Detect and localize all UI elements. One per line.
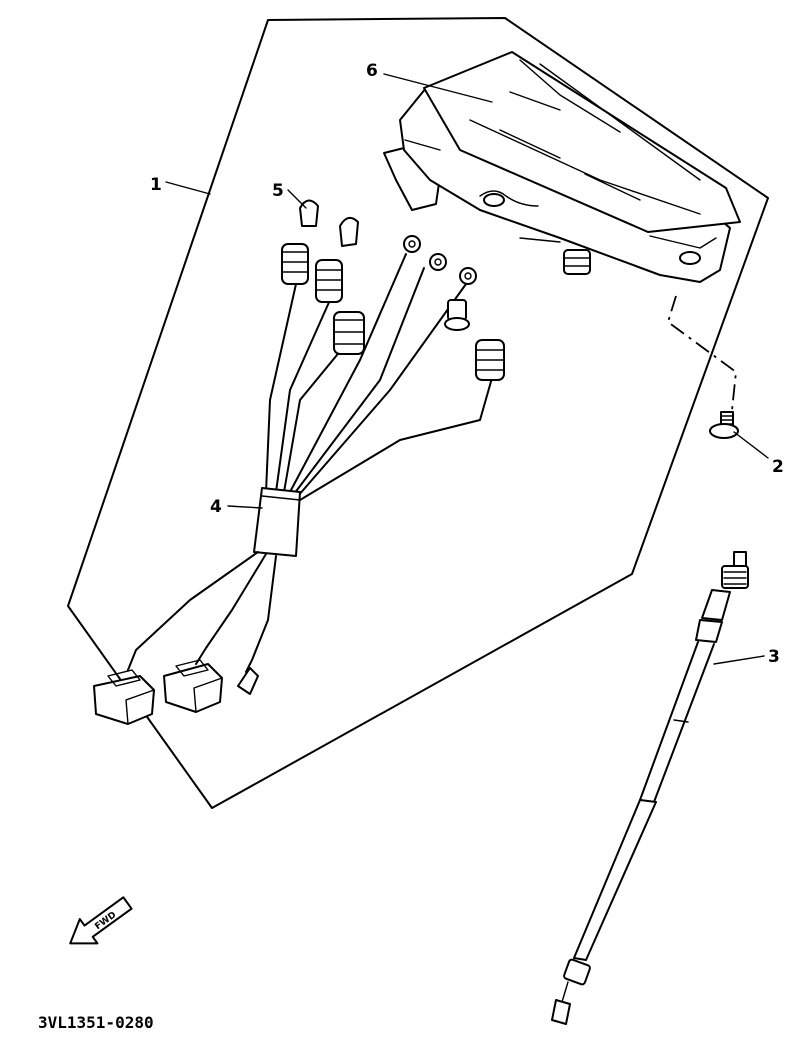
meter-housing	[383, 51, 741, 283]
callout-3: 3	[768, 647, 780, 667]
speedometer-cable	[551, 551, 749, 1025]
leader-6	[383, 73, 493, 103]
leader-4	[227, 505, 263, 509]
leader-5	[287, 189, 307, 209]
callout-4: 4	[210, 497, 222, 517]
callout-1: 1	[150, 175, 162, 195]
callout-6: 6	[366, 61, 378, 81]
diagram-code: 3VL1351-0280	[38, 1013, 154, 1032]
mounting-line	[666, 295, 737, 411]
callout-5: 5	[272, 181, 284, 201]
leader-2	[733, 431, 769, 459]
leader-1	[165, 181, 211, 195]
screw-part	[709, 411, 739, 439]
callout-2: 2	[772, 457, 784, 477]
assembly-outline	[67, 17, 769, 809]
fwd-arrow-icon: FWD	[69, 896, 133, 945]
wire-harness	[93, 199, 505, 725]
leader-3	[713, 655, 765, 665]
